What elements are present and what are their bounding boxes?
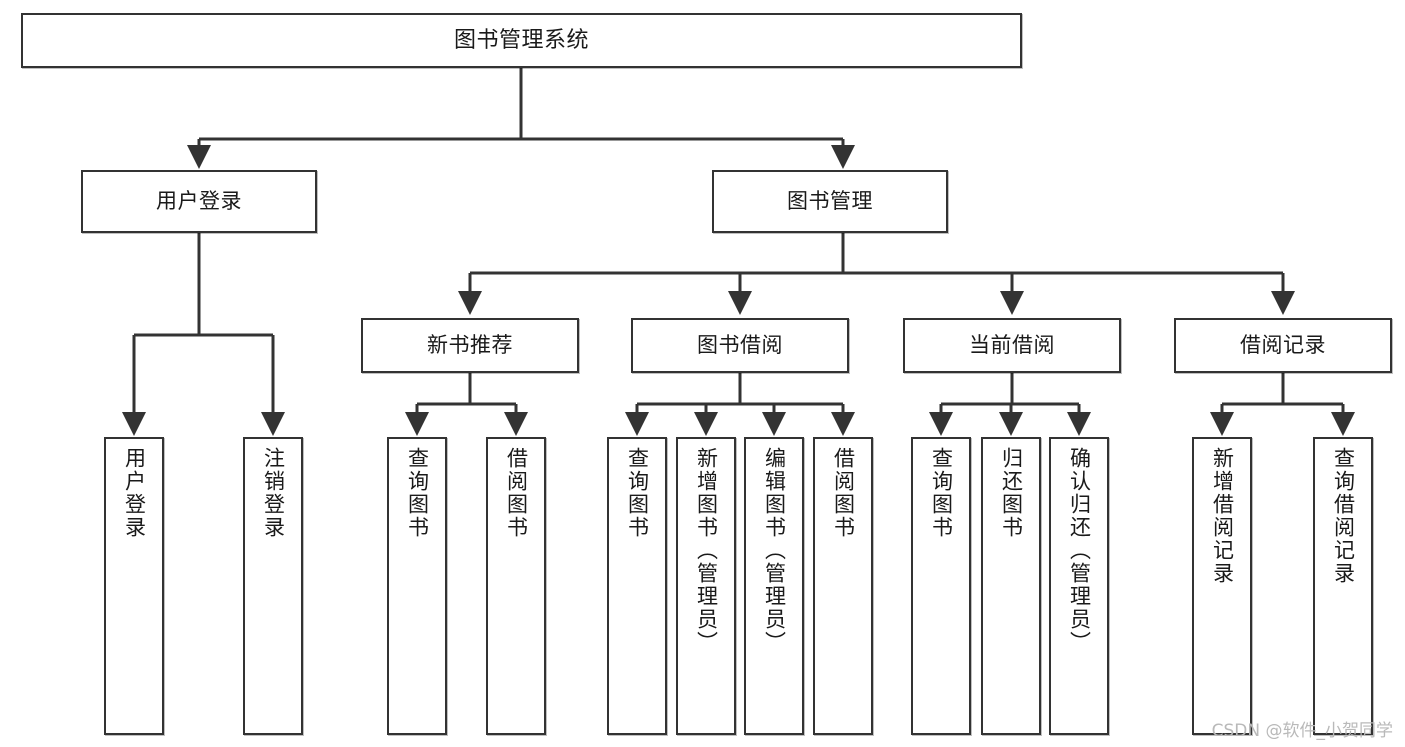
node-label: 注销登录 bbox=[261, 447, 286, 539]
node-label: 新增图书（管理员） bbox=[694, 447, 719, 654]
node-borrow-record[interactable]: 借阅记录 bbox=[1174, 318, 1392, 373]
leaf-user-login[interactable]: 用户登录 bbox=[104, 437, 164, 735]
node-label: 图书管理系统 bbox=[453, 27, 589, 53]
leaf-cb-query-book[interactable]: 查询图书 bbox=[911, 437, 971, 735]
node-label: 借阅记录 bbox=[1240, 333, 1326, 358]
csdn-watermark: CSDN @软件_小贺同学 bbox=[1211, 721, 1393, 741]
node-label: 新增借阅记录 bbox=[1210, 447, 1235, 585]
node-label: 图书借阅 bbox=[697, 333, 783, 358]
leaf-bb-edit-book-admin[interactable]: 编辑图书（管理员） bbox=[744, 437, 804, 735]
node-label: 查询图书 bbox=[929, 447, 954, 539]
node-label: 借阅图书 bbox=[831, 447, 856, 539]
node-label: 归还图书 bbox=[999, 447, 1024, 539]
leaf-br-add-record[interactable]: 新增借阅记录 bbox=[1192, 437, 1252, 735]
node-book-management[interactable]: 图书管理 bbox=[712, 170, 948, 233]
node-label: 确认归还（管理员） bbox=[1067, 447, 1092, 654]
leaf-br-query-record[interactable]: 查询借阅记录 bbox=[1313, 437, 1373, 735]
leaf-nb-borrow-book[interactable]: 借阅图书 bbox=[486, 437, 546, 735]
node-book-borrow[interactable]: 图书借阅 bbox=[631, 318, 849, 373]
leaf-cb-return-book[interactable]: 归还图书 bbox=[981, 437, 1041, 735]
node-label: 用户登录 bbox=[156, 189, 242, 214]
node-label: 借阅图书 bbox=[504, 447, 529, 539]
node-new-book-recommend[interactable]: 新书推荐 bbox=[361, 318, 579, 373]
node-user-login[interactable]: 用户登录 bbox=[81, 170, 317, 233]
leaf-nb-query-book[interactable]: 查询图书 bbox=[387, 437, 447, 735]
node-label: 编辑图书（管理员） bbox=[762, 447, 787, 654]
node-current-borrow[interactable]: 当前借阅 bbox=[903, 318, 1121, 373]
leaf-bb-query-book[interactable]: 查询图书 bbox=[607, 437, 667, 735]
leaf-cb-confirm-return-admin[interactable]: 确认归还（管理员） bbox=[1049, 437, 1109, 735]
node-label: 查询图书 bbox=[405, 447, 430, 539]
node-label: 用户登录 bbox=[122, 447, 147, 539]
node-label: 新书推荐 bbox=[427, 333, 513, 358]
leaf-logout[interactable]: 注销登录 bbox=[243, 437, 303, 735]
node-label: 图书管理 bbox=[787, 189, 873, 214]
leaf-bb-add-book-admin[interactable]: 新增图书（管理员） bbox=[676, 437, 736, 735]
node-label: 查询借阅记录 bbox=[1331, 447, 1356, 585]
node-root-book-management-system[interactable]: 图书管理系统 bbox=[21, 13, 1022, 68]
node-label: 当前借阅 bbox=[969, 333, 1055, 358]
node-label: 查询图书 bbox=[625, 447, 650, 539]
leaf-bb-borrow-book[interactable]: 借阅图书 bbox=[813, 437, 873, 735]
